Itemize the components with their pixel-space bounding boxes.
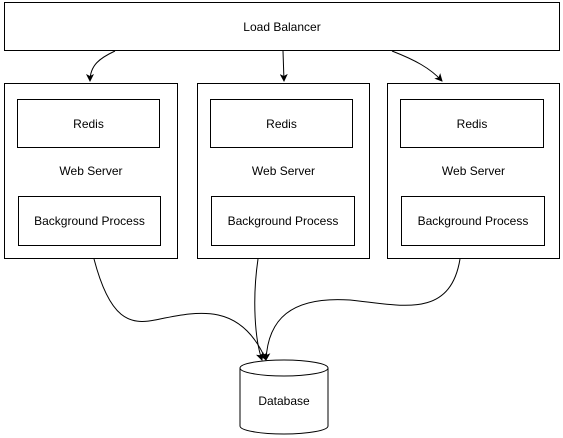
background-process-box-2[interactable]: Background Process bbox=[211, 196, 355, 246]
server-1-to-database-arrow bbox=[93, 258, 267, 361]
database-cylinder-body bbox=[239, 368, 329, 435]
redis-label-2: Redis bbox=[266, 116, 297, 131]
web-server-label-1: Web Server bbox=[59, 164, 123, 178]
redis-label-1: Redis bbox=[73, 116, 104, 131]
background-process-label-3: Background Process bbox=[417, 214, 529, 228]
server-2-to-database-arrow bbox=[254, 258, 264, 361]
background-process-box-1[interactable]: Background Process bbox=[18, 196, 161, 246]
lb-to-server-3-arrow bbox=[391, 50, 443, 82]
web-server-label-2: Web Server bbox=[251, 164, 316, 178]
redis-box-2[interactable]: Redis bbox=[210, 99, 353, 148]
redis-box-1[interactable]: Redis bbox=[17, 99, 160, 148]
server-3-to-database-arrow bbox=[262, 258, 461, 361]
database-cylinder[interactable] bbox=[239, 359, 329, 435]
lb-to-server-2-arrow bbox=[279, 50, 288, 82]
redis-box-3[interactable]: Redis bbox=[400, 99, 544, 148]
web-server-label-3: Web Server bbox=[441, 164, 506, 178]
background-process-box-3[interactable]: Background Process bbox=[401, 196, 545, 246]
lb-to-server-1-arrow bbox=[86, 50, 116, 82]
load-balancer-box[interactable]: Load Balancer bbox=[4, 2, 560, 51]
database-label: Database bbox=[258, 394, 310, 408]
database-cylinder-top bbox=[239, 359, 329, 377]
load-balancer-label: Load Balancer bbox=[243, 19, 321, 34]
redis-label-3: Redis bbox=[456, 116, 488, 131]
background-process-label-2: Background Process bbox=[227, 214, 339, 228]
background-process-label-1: Background Process bbox=[34, 214, 145, 228]
